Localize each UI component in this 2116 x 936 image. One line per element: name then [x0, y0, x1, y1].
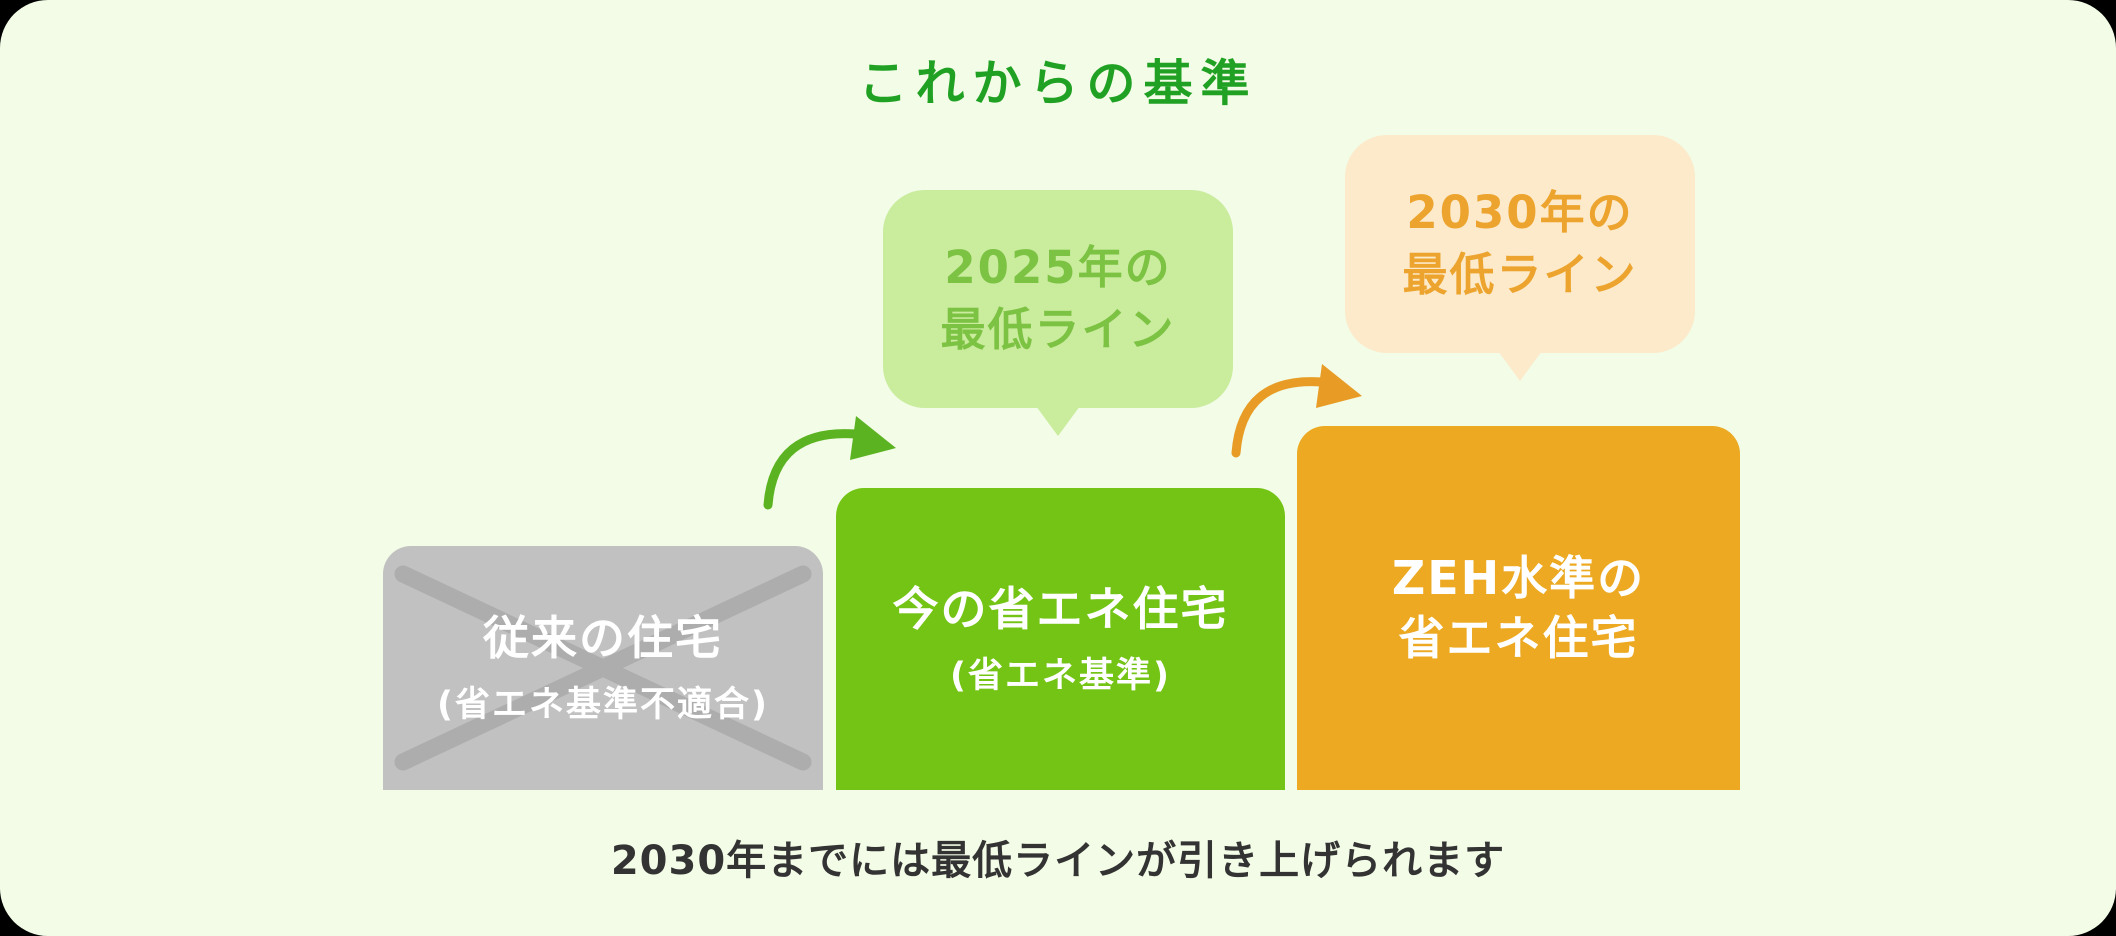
step-zeh-title-line2: 省エネ住宅 [1398, 611, 1639, 665]
bubble-2030-line2: 最低ライン [1402, 248, 1638, 301]
cross-out-x-icon [394, 565, 812, 771]
caption-text: 2030年までには最低ラインが引き上げられます [610, 838, 1506, 884]
curved-arrow-green-icon [763, 429, 861, 510]
step-conventional-title: 従来の住宅 [483, 611, 723, 665]
speech-bubble-2025: 2025年の 最低ライン [883, 190, 1233, 436]
bubble-2025-tail-icon [1036, 406, 1080, 436]
curved-arrow-orange-head-icon [1316, 364, 1362, 408]
bubble-2030-line1: 2030年の [1406, 186, 1634, 239]
page-title: これからの基準 [858, 55, 1258, 112]
step-conventional-subtitle: (省エネ基準不適合) [437, 685, 769, 725]
step-current-title: 今の省エネ住宅 [892, 582, 1229, 636]
step-box-conventional-house: 従来の住宅 (省エネ基準不適合) [383, 546, 823, 790]
bubble-2025-line2: 最低ライン [940, 303, 1176, 356]
step-current-subtitle: (省エネ基準) [950, 656, 1171, 696]
curved-arrow-green-head-icon [850, 416, 896, 460]
bubble-2030-tail-icon [1498, 351, 1542, 381]
step-box-zeh-level-house: ZEH水準の 省エネ住宅 [1297, 426, 1740, 790]
speech-bubble-2030: 2030年の 最低ライン [1345, 135, 1695, 381]
step-box-current-energy-saving-house: 今の省エネ住宅 (省エネ基準) [836, 488, 1285, 790]
bubble-2025-line1: 2025年の [944, 241, 1172, 294]
step-zeh-title-line1: ZEH水準の [1391, 551, 1646, 605]
